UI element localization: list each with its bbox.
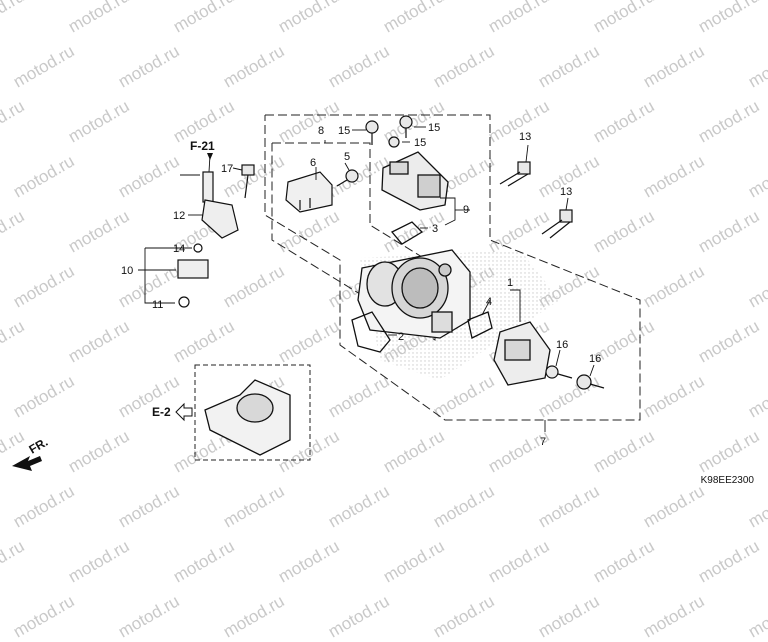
callout-4: 4 bbox=[486, 296, 492, 308]
callout-16a: 16 bbox=[556, 339, 568, 351]
injector-10 bbox=[177, 243, 209, 308]
fr-arrow-icon: FR. bbox=[12, 435, 50, 471]
injector-12 bbox=[201, 171, 239, 239]
intake-outline bbox=[194, 364, 311, 461]
gasket-3 bbox=[390, 221, 424, 245]
sensor-cover bbox=[381, 151, 449, 211]
callout-13b: 13 bbox=[560, 186, 572, 198]
screw-15b bbox=[388, 115, 413, 148]
assembly-outline-8 bbox=[271, 142, 436, 341]
assembly-outline-7 bbox=[264, 114, 641, 421]
ref-fr: FR. bbox=[27, 435, 51, 457]
bolt-16a bbox=[545, 365, 573, 379]
watermark-text: motod.ru bbox=[430, 591, 498, 642]
screw-5 bbox=[336, 169, 359, 187]
bolt-17 bbox=[241, 164, 255, 199]
arrow-e2 bbox=[175, 402, 193, 422]
bolt-13a bbox=[499, 161, 531, 187]
watermark-text: motod.ru bbox=[640, 591, 708, 642]
watermark-text: motod.ru bbox=[325, 591, 393, 642]
callout-5: 5 bbox=[344, 151, 350, 163]
callout-9: 9 bbox=[463, 204, 469, 216]
callout-6: 6 bbox=[310, 157, 316, 169]
screw-15a bbox=[365, 120, 379, 145]
parts-diagram: 1 2 3 4 5 6 7 8 9 10 11 12 13 13 14 15 1… bbox=[12, 114, 641, 471]
callout-11: 11 bbox=[152, 299, 163, 311]
gasket-2 bbox=[351, 311, 391, 353]
watermark-text: motod.ru bbox=[10, 591, 78, 642]
diagram-code: K98EE2300 bbox=[700, 475, 754, 486]
throttle-body bbox=[357, 249, 471, 339]
intake-manifold bbox=[204, 379, 291, 456]
callout-13a: 13 bbox=[519, 131, 531, 143]
callout-3: 3 bbox=[432, 223, 438, 235]
callout-12: 12 bbox=[173, 210, 185, 222]
callout-14: 14 bbox=[173, 243, 185, 255]
ref-f21: F-21 bbox=[190, 139, 215, 153]
watermark-text: motod.ru bbox=[220, 591, 288, 642]
arrow-f21 bbox=[207, 153, 213, 160]
callout-16b: 16 bbox=[589, 353, 601, 365]
callout-8: 8 bbox=[318, 125, 324, 137]
sensor-1 bbox=[493, 321, 551, 386]
callout-15b: 15 bbox=[428, 122, 440, 134]
leader-lines bbox=[138, 126, 595, 432]
callout-2: 2 bbox=[398, 331, 404, 343]
bracket-6 bbox=[285, 171, 333, 213]
callout-1: 1 bbox=[507, 277, 513, 289]
callout-15a: 15 bbox=[338, 125, 350, 137]
callout-17: 17 bbox=[221, 163, 233, 175]
callout-10: 10 bbox=[121, 265, 133, 277]
gasket-4 bbox=[467, 311, 493, 339]
ref-e2: E-2 bbox=[152, 405, 171, 419]
watermark-text: motod.ru bbox=[535, 591, 603, 642]
callout-7: 7 bbox=[540, 436, 546, 448]
bolt-16b bbox=[576, 374, 605, 390]
bolt-13b bbox=[541, 209, 573, 239]
watermark-text: motod.ru bbox=[115, 591, 183, 642]
callout-15c: 15 bbox=[414, 137, 426, 149]
watermark-text: motod.ru bbox=[745, 591, 768, 642]
